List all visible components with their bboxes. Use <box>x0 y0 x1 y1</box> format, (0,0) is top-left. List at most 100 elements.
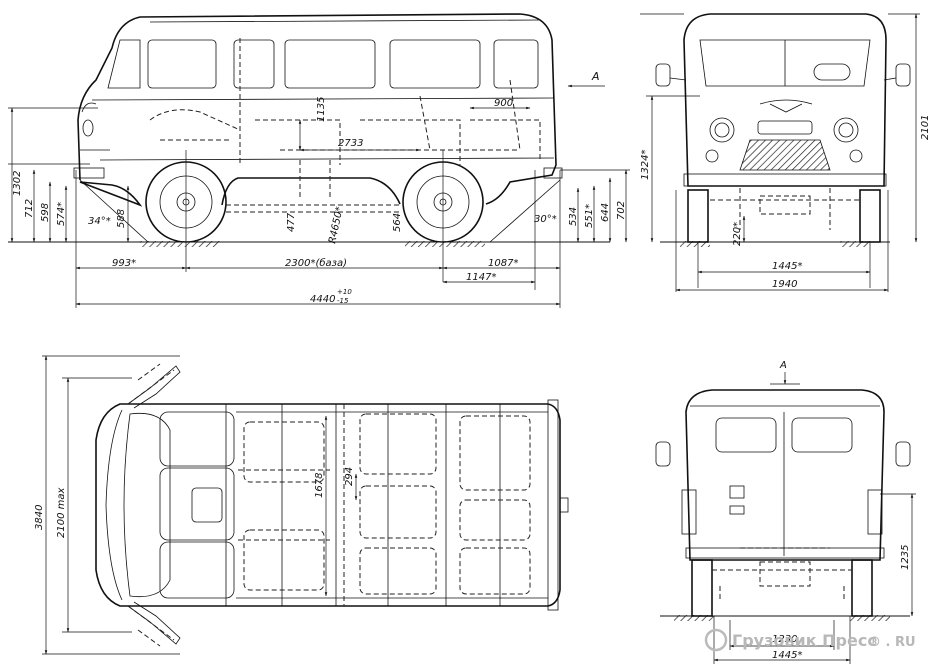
label-rear-overhang-b: 1147* <box>466 272 496 283</box>
rear-bumper <box>685 547 885 559</box>
top-mirror-upper <box>127 365 181 409</box>
belt-line <box>91 97 555 101</box>
rear-lamp-right <box>867 489 883 535</box>
front-mirror-right <box>895 63 911 87</box>
side-headlight <box>82 119 94 137</box>
top-cab-seat-1 <box>159 411 235 467</box>
label-height-534: 534 <box>568 207 579 226</box>
rear-handle <box>729 485 745 499</box>
window-3 <box>284 39 376 89</box>
front-fog-left <box>705 149 719 163</box>
windshield <box>107 39 141 89</box>
rear-mirror-left <box>655 441 671 467</box>
front-body-outline <box>683 13 887 187</box>
label-1678: 1678 <box>314 473 325 498</box>
label-top-length: 3840 <box>34 505 45 530</box>
top-rear-bumper <box>547 399 559 611</box>
label-294: 294 <box>344 467 355 486</box>
label-front-clearance: 220* <box>732 222 743 246</box>
label-view-arrow-a: A <box>591 70 600 83</box>
front-ground-hatch-left <box>680 241 710 247</box>
rear-mirror-right <box>895 441 911 467</box>
front-windshield <box>699 39 871 87</box>
front-wheel-left <box>687 189 709 243</box>
label-rear-overhang: 1087* <box>488 258 518 269</box>
label-total-length: 4440 <box>310 294 335 305</box>
front-grille-slot <box>757 120 813 135</box>
label-ground-clearance: 477 <box>286 212 297 232</box>
label-900: 900 <box>494 98 513 109</box>
label-front-1324: 1324* <box>640 150 651 180</box>
front-fender <box>80 102 110 151</box>
side-windows <box>107 39 539 89</box>
label-height-551: 551* <box>584 204 595 228</box>
top-hatch <box>191 487 223 523</box>
top-hood <box>105 409 123 601</box>
top-dimension-labels: 3840 2100 max 1678 294 <box>34 467 355 538</box>
label-departure-angle: 30°* <box>534 214 557 225</box>
ground-hatch-left <box>140 241 220 247</box>
sill-line <box>99 157 555 161</box>
label-front-width: 1940 <box>772 279 797 290</box>
window-5 <box>493 39 539 89</box>
rear-body-outline <box>685 389 885 561</box>
top-cab-seat-3 <box>159 541 235 599</box>
front-emblem <box>759 99 813 113</box>
front-wheel-right <box>859 189 881 243</box>
label-height-644: 644 <box>600 203 611 222</box>
side-dimension-labels: 993* 2300*(база) 1087* 1147* 4440 +10 -1… <box>12 70 627 305</box>
front-dimension-labels: 2101 1324* 220* 1445* 1940 <box>640 115 931 290</box>
window-1 <box>147 39 217 89</box>
rear-ground-hatch-left <box>674 615 714 621</box>
label-height-574: 574* <box>56 202 67 226</box>
watermark: Грузовик Пресс ® . RU <box>704 628 916 652</box>
side-view <box>8 13 630 308</box>
watermark-text: Грузовик Пресс <box>732 631 877 650</box>
front-view <box>640 13 920 292</box>
window-4 <box>389 39 481 89</box>
label-height-598: 598 <box>40 203 51 222</box>
rear-lamp-left <box>681 489 697 535</box>
rear-axle <box>712 547 852 600</box>
approach-angle-line <box>79 179 149 243</box>
top-windshield <box>123 412 171 598</box>
top-mirror-lower <box>127 601 181 645</box>
label-rear-view-a: A <box>779 360 787 371</box>
front-headlight-right <box>833 117 859 143</box>
rear-window-right <box>791 417 853 453</box>
front-fog-right <box>849 149 863 163</box>
watermark-suffix: ® . RU <box>868 635 916 650</box>
label-wheelbase: 2300*(база) <box>285 257 347 269</box>
top-body-outline <box>95 403 561 607</box>
top-cab-seat-2 <box>159 467 235 541</box>
label-height-1302: 1302 <box>12 171 23 196</box>
front-mirror-left <box>655 63 671 87</box>
window-2 <box>233 39 275 89</box>
front-wiper-zone <box>813 63 851 81</box>
front-headlight-left <box>709 117 735 143</box>
label-front-track: 1445* <box>772 261 802 272</box>
label-rear-track: 1445* <box>772 650 802 661</box>
front-axle <box>710 188 860 230</box>
label-front-height: 2101 <box>920 115 931 140</box>
front-bumper <box>73 167 105 179</box>
label-1135: 1135 <box>316 97 327 122</box>
rear-view <box>655 372 916 664</box>
rear-wheel-right <box>851 559 873 617</box>
front-grille-mesh <box>739 139 831 171</box>
label-2733: 2733 <box>338 138 363 149</box>
label-total-length-tol-dn: -15 <box>337 297 349 305</box>
side-interior-dashed <box>149 38 541 198</box>
label-radius: R4650* <box>327 206 346 245</box>
label-rear-door-height: 1235 <box>900 545 911 570</box>
top-seats-dashed <box>238 404 531 606</box>
rear-bumper <box>543 167 563 179</box>
rear-plate-lamp <box>729 505 745 515</box>
rear-window-left <box>715 417 777 453</box>
top-view <box>42 355 569 655</box>
label-mid-value: 564 <box>392 213 403 232</box>
ground-hatch-right <box>405 241 485 247</box>
label-height-712: 712 <box>24 199 35 218</box>
label-total-length-tol-up: +10 <box>337 288 352 296</box>
